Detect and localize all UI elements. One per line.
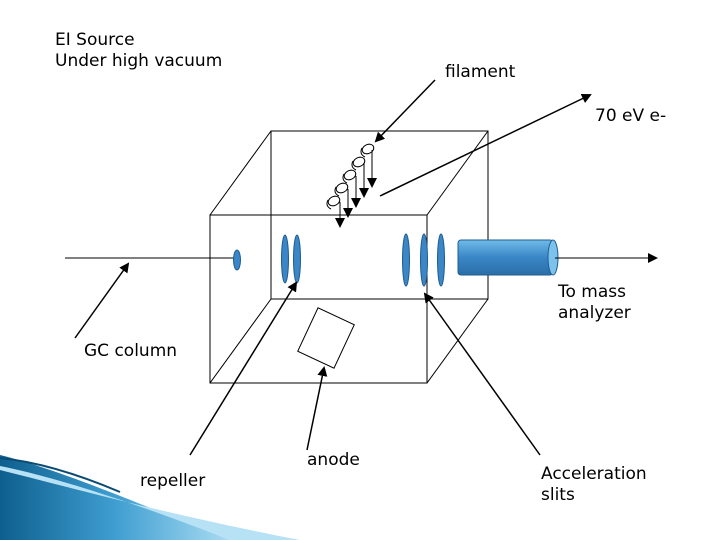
box-back-face: [270, 130, 489, 300]
filament-coil-2: [352, 156, 366, 168]
filament-label: filament: [445, 62, 516, 82]
box-edge-bottom-right: [426, 298, 489, 384]
box-edge-top-right: [426, 130, 489, 216]
ion-source-box: [209, 130, 489, 384]
filament-assembly: [326, 143, 377, 228]
repeller-pointer-arrow: [189, 281, 298, 456]
title-label: EI Source Under high vacuum: [55, 30, 222, 72]
filament-pointer-arrow: [374, 79, 436, 143]
anode-label: anode: [307, 450, 360, 470]
to-mass-analyzer-line-2: analyzer: [558, 303, 631, 323]
acceleration-slit-3: [437, 233, 445, 287]
filament-coil-3: [343, 169, 357, 181]
acceleration-slits-line-1: Acceleration: [541, 464, 647, 484]
exit-cylinder: [457, 239, 559, 276]
gc-column-pointer-arrow: [74, 262, 130, 339]
acceleration-slits-pointer-arrow: [423, 292, 541, 456]
electron-beam-label: 70 eV e-: [595, 106, 667, 126]
acceleration-slit-1: [402, 233, 410, 287]
gc-column-label: GC column: [84, 341, 178, 361]
to-mass-analyzer-line-1: To mass: [558, 282, 626, 302]
repeller-slit-2: [293, 234, 301, 284]
to-mass-analyzer-label: To mass analyzer: [558, 282, 631, 324]
box-edge-bottom-left: [209, 298, 272, 384]
acceleration-slit-2: [420, 233, 428, 287]
title-line-1: EI Source: [55, 30, 135, 50]
corner-swoosh-decoration: [0, 455, 300, 540]
repeller-label: repeller: [140, 471, 206, 491]
acceleration-slits-line-2: slits: [541, 485, 575, 505]
pointer-arrows: [74, 79, 592, 456]
title-line-2: Under high vacuum: [55, 51, 223, 71]
electrodes: [233, 233, 445, 287]
filament-coil-4: [335, 182, 349, 194]
anode-plate: [297, 307, 355, 369]
filament-coil-5: [327, 195, 341, 207]
anode-pointer-arrow: [306, 366, 328, 451]
electron-beam-arrow: [379, 93, 592, 197]
repeller-plate: [233, 249, 241, 271]
acceleration-slits-label: Acceleration slits: [541, 464, 647, 506]
box-edge-top-left: [209, 130, 272, 216]
repeller-slit-1: [281, 234, 289, 284]
filament-coil-1: [361, 143, 375, 155]
